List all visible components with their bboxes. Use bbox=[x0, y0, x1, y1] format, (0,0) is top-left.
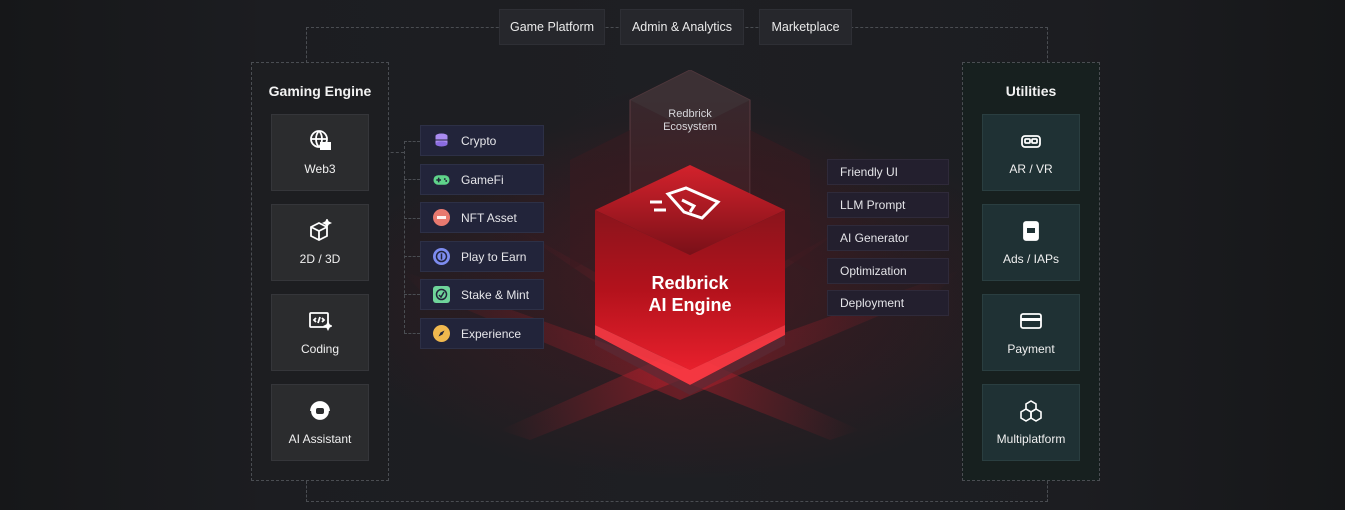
web3-connector-3 bbox=[404, 218, 420, 219]
feature-ai-generator-label: AI Generator bbox=[840, 231, 909, 245]
web3-connector-5 bbox=[404, 294, 420, 295]
card-web3-label: Web3 bbox=[304, 162, 336, 176]
item-gamefi[interactable]: GameFi bbox=[420, 164, 544, 195]
feature-optimization[interactable]: Optimization bbox=[827, 258, 949, 284]
web3-connector-v bbox=[404, 141, 405, 333]
card-coding[interactable]: Coding bbox=[271, 294, 369, 371]
item-stake-mint-label: Stake & Mint bbox=[461, 287, 530, 302]
stake-icon bbox=[433, 286, 450, 303]
item-experience[interactable]: Experience bbox=[420, 318, 544, 349]
utilities-panel: Utilities AR / VR Ads / IAPs Payment Mul… bbox=[962, 62, 1100, 481]
item-play-to-earn[interactable]: Play to Earn bbox=[420, 241, 544, 272]
dollar-coin-icon bbox=[433, 248, 450, 265]
tab-admin-analytics[interactable]: Admin & Analytics bbox=[620, 9, 744, 45]
item-crypto[interactable]: Crypto bbox=[420, 125, 544, 156]
card-ar-vr[interactable]: AR / VR bbox=[982, 114, 1080, 191]
card-payment[interactable]: Payment bbox=[982, 294, 1080, 371]
card-coding-label: Coding bbox=[300, 342, 340, 356]
tab-marketplace-label: Marketplace bbox=[771, 20, 840, 34]
card-ads-iaps[interactable]: Ads / IAPs bbox=[982, 204, 1080, 281]
card-2d-3d-label: 2D / 3D bbox=[299, 252, 341, 266]
card-multiplatform-label: Multiplatform bbox=[996, 432, 1066, 446]
tab-marketplace[interactable]: Marketplace bbox=[759, 9, 852, 45]
web3-connector-6 bbox=[404, 333, 420, 334]
feature-ai-generator[interactable]: AI Generator bbox=[827, 225, 949, 251]
item-crypto-label: Crypto bbox=[461, 133, 497, 148]
gamepad-icon bbox=[433, 171, 450, 188]
card-2d-3d[interactable]: 2D / 3D bbox=[271, 204, 369, 281]
card-ar-vr-label: AR / VR bbox=[1009, 162, 1053, 176]
engine-title-line1: Redbrick bbox=[651, 273, 729, 293]
headset-icon bbox=[310, 401, 330, 420]
feature-deployment[interactable]: Deployment bbox=[827, 290, 949, 316]
vr-headset-icon bbox=[1021, 135, 1041, 148]
globe-3d-icon bbox=[310, 130, 331, 150]
item-play-to-earn-label: Play to Earn bbox=[461, 249, 527, 264]
card-web3[interactable]: Web3 bbox=[271, 114, 369, 191]
item-nft-asset[interactable]: NFT Asset bbox=[420, 202, 544, 233]
feature-llm-prompt-label: LLM Prompt bbox=[840, 198, 906, 212]
feature-optimization-label: Optimization bbox=[840, 264, 907, 278]
card-ads-iaps-label: Ads / IAPs bbox=[1002, 252, 1060, 266]
card-ai-assistant-label: AI Assistant bbox=[288, 432, 352, 446]
code-window-icon bbox=[309, 312, 332, 332]
item-gamefi-label: GameFi bbox=[461, 172, 504, 187]
ads-icon bbox=[1023, 221, 1039, 241]
compass-icon bbox=[433, 325, 450, 342]
tab-game-platform[interactable]: Game Platform bbox=[499, 9, 605, 45]
engine-title-line2: AI Engine bbox=[648, 295, 732, 315]
web3-connector-1 bbox=[404, 141, 420, 142]
cube-sparkle-icon bbox=[310, 219, 332, 242]
feature-llm-prompt[interactable]: LLM Prompt bbox=[827, 192, 949, 218]
ecosystem-label: Redbrick Ecosystem bbox=[630, 108, 750, 134]
redbrick-cube bbox=[570, 70, 810, 395]
card-multiplatform[interactable]: Multiplatform bbox=[982, 384, 1080, 461]
gaming-engine-panel: Gaming Engine Web3 2D / 3D Coding AI Ass… bbox=[251, 62, 389, 481]
nft-badge-icon bbox=[433, 209, 450, 226]
utilities-title: Utilities bbox=[1005, 83, 1057, 99]
item-stake-mint[interactable]: Stake & Mint bbox=[420, 279, 544, 310]
gaming-engine-title: Gaming Engine bbox=[268, 83, 372, 99]
ecosystem-label-line2: Ecosystem bbox=[663, 121, 717, 133]
web3-connector-2 bbox=[404, 179, 420, 180]
card-payment-label: Payment bbox=[1007, 342, 1055, 356]
feature-deployment-label: Deployment bbox=[840, 296, 905, 310]
ecosystem-label-line1: Redbrick bbox=[668, 108, 712, 120]
card-ai-assistant[interactable]: AI Assistant bbox=[271, 384, 369, 461]
credit-card-icon bbox=[1020, 313, 1042, 329]
item-nft-asset-label: NFT Asset bbox=[461, 210, 517, 225]
multi-cube-icon bbox=[1020, 400, 1042, 422]
feature-friendly-ui-label: Friendly UI bbox=[840, 165, 899, 179]
tab-game-platform-label: Game Platform bbox=[509, 20, 595, 34]
connector-bottom bbox=[306, 481, 1048, 502]
item-experience-label: Experience bbox=[461, 326, 522, 341]
tab-admin-analytics-label: Admin & Analytics bbox=[631, 20, 733, 34]
feature-friendly-ui[interactable]: Friendly UI bbox=[827, 159, 949, 185]
engine-title: Redbrick AI Engine bbox=[620, 272, 760, 316]
web3-connector-4 bbox=[404, 256, 420, 257]
coin-stack-icon bbox=[433, 132, 450, 149]
